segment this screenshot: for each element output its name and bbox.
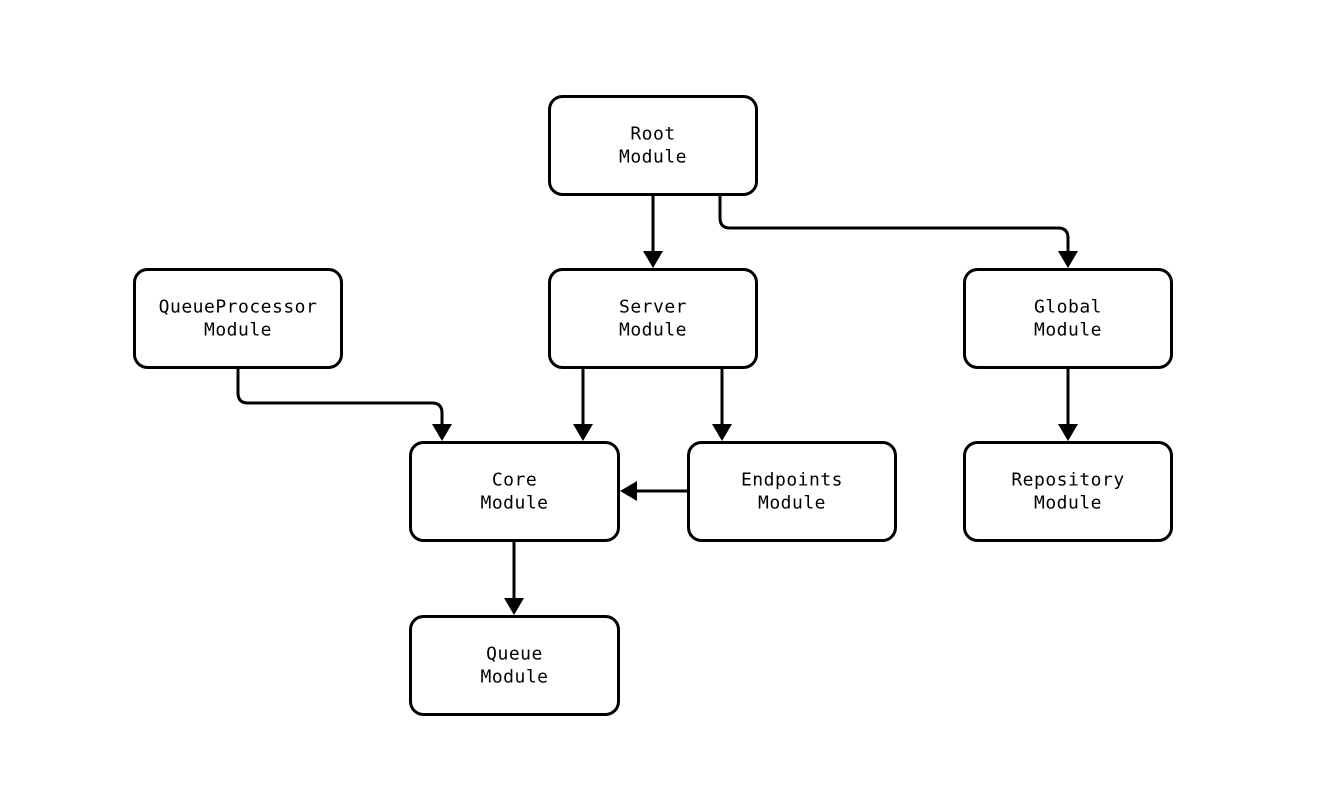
edge-core-to-queue — [504, 542, 524, 615]
node-label-line2: Module — [1034, 320, 1102, 341]
arrowhead-icon — [432, 424, 452, 441]
arrowhead-icon — [504, 598, 524, 615]
nodes-layer: RootModuleQueueProcessorModuleServerModu… — [133, 95, 1173, 716]
arrowhead-icon — [620, 481, 637, 501]
node-label-line1: Repository — [1011, 470, 1124, 491]
edge-global-to-repository — [1058, 369, 1078, 441]
node-label-line2: Module — [204, 320, 272, 341]
node-label-line1: Server — [619, 297, 687, 318]
node-label-line2: Module — [619, 320, 687, 341]
node-label-line1: Endpoints — [741, 470, 843, 491]
node-label-line1: Root — [630, 124, 675, 145]
node-box[interactable] — [963, 441, 1173, 542]
edge-queueprocessor-to-core — [236, 369, 452, 441]
edge-root-to-global — [718, 196, 1078, 268]
node-box[interactable] — [963, 268, 1173, 369]
node-label-line2: Module — [1034, 493, 1102, 514]
node-label-line2: Module — [619, 147, 687, 168]
arrowhead-icon — [1058, 424, 1078, 441]
node-box[interactable] — [548, 95, 758, 196]
node-box[interactable] — [133, 268, 343, 369]
edge-root-to-server — [643, 196, 663, 268]
node-label-line1: Global — [1034, 297, 1102, 318]
edge-line — [236, 369, 444, 425]
edge-line — [718, 196, 1070, 252]
node-label-line1: Core — [492, 470, 537, 491]
arrowhead-icon — [1058, 251, 1078, 268]
node-box[interactable] — [409, 615, 620, 716]
node-label-line2: Module — [480, 667, 548, 688]
arrowhead-icon — [643, 251, 663, 268]
edges-layer — [236, 196, 1078, 615]
edge-endpoints-to-core — [620, 481, 687, 501]
node-box[interactable] — [548, 268, 758, 369]
node-label-line2: Module — [758, 493, 826, 514]
node-box[interactable] — [687, 441, 897, 542]
node-box[interactable] — [409, 441, 620, 542]
node-label-line2: Module — [480, 493, 548, 514]
node-label-line1: QueueProcessor — [159, 297, 318, 318]
edge-server-to-endpoints — [712, 369, 732, 441]
arrowhead-icon — [712, 424, 732, 441]
node-label-line1: Queue — [486, 644, 543, 665]
arrowhead-icon — [573, 424, 593, 441]
edge-server-to-core — [573, 369, 593, 441]
